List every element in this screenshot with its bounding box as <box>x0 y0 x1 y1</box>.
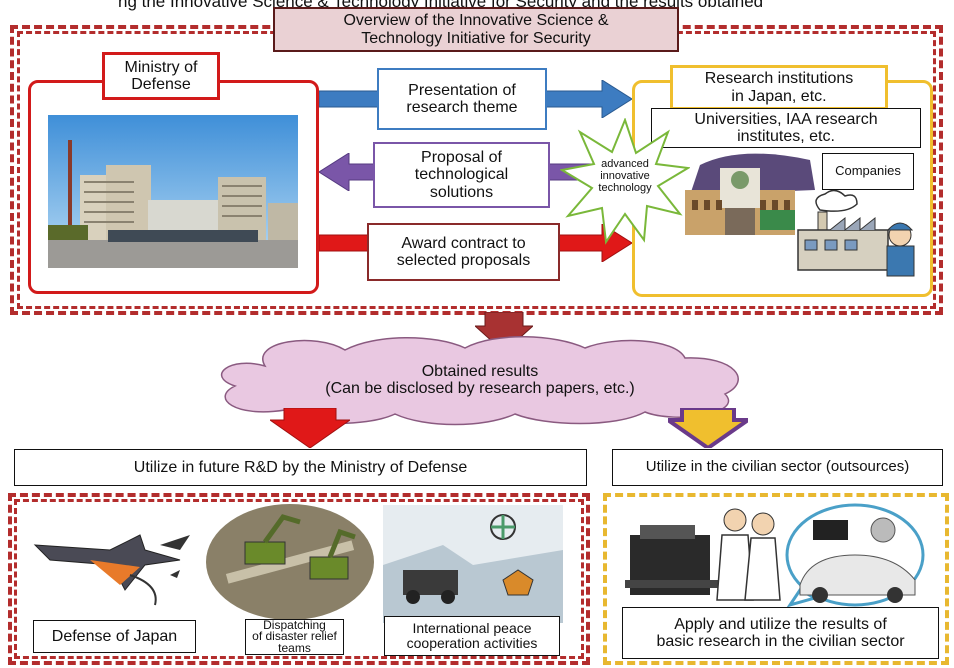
mod-building-photo <box>48 115 298 268</box>
results-text: Obtained results (Can be disclosed by re… <box>325 363 635 398</box>
header-fragment: ng the Innovative Science & Technology I… <box>118 0 764 11</box>
utilize-mod-frame-inner <box>14 499 584 659</box>
university-illustration <box>685 153 815 235</box>
utilize-mod-frame <box>8 493 590 665</box>
defense-of-japan-caption: Defense of Japan <box>33 620 196 653</box>
utilize-civilian-title: Utilize in the civilian sector (outsourc… <box>612 449 943 486</box>
award-label: Award contract to selected proposals <box>367 223 560 281</box>
utilize-mod-title: Utilize in future R&D by the Ministry of… <box>14 449 587 486</box>
mod-label: Ministry of Defense <box>102 52 220 100</box>
fighter-jet-illustration <box>33 534 190 606</box>
universities-label: Universities, IAA research institutes, e… <box>651 108 921 148</box>
presentation-label: Presentation of research theme <box>377 68 547 130</box>
disaster-relief-illustration <box>206 504 374 620</box>
civilian-caption: Apply and utilize the results of basic r… <box>622 607 939 659</box>
mod-down-arrow <box>270 408 350 448</box>
institutions-label: Research institutions in Japan, etc. <box>670 65 888 110</box>
companies-label: Companies <box>822 153 914 190</box>
burst-label: advanced innovative technology <box>598 158 652 195</box>
peace-cooperation-caption: International peace cooperation activiti… <box>384 616 560 656</box>
civilian-lab-illustration <box>625 503 925 608</box>
proposal-label: Proposal of technological solutions <box>373 142 550 208</box>
utilize-civilian-frame <box>603 493 949 665</box>
peace-cooperation-illustration <box>383 505 563 623</box>
innovation-burst-icon <box>560 118 690 245</box>
overview-title: Overview of the Innovative Science & Tec… <box>273 7 679 52</box>
civilian-down-arrow <box>668 408 748 448</box>
factory-illustration <box>797 190 915 277</box>
disaster-relief-caption: Dispatching of disaster relief teams <box>245 619 344 655</box>
